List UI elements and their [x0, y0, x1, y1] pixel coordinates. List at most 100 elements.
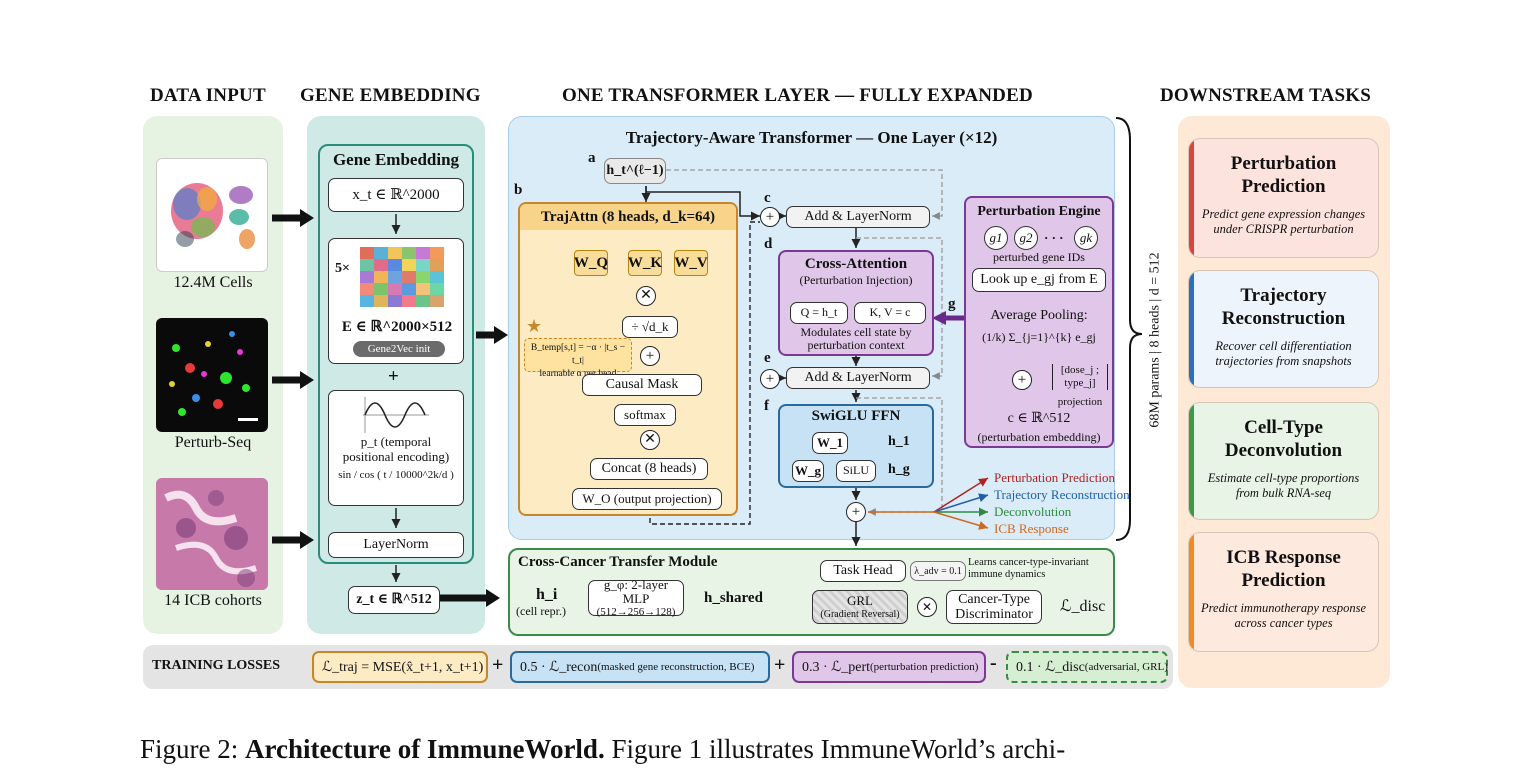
loss-plus-1: +: [492, 654, 504, 676]
loss-disc-sub: (adversarial, GRL): [1084, 661, 1168, 673]
c-description: (perturbation embedding): [977, 430, 1101, 444]
perturb-seq-label: Perturb-Seq: [174, 434, 252, 451]
xt-box: x_t ∈ ℝ^2000: [328, 178, 464, 212]
loss-recon: 0.5 · ℒ_recon(masked gene reconstruction…: [510, 651, 770, 683]
hg-label: h_g: [888, 462, 910, 477]
loss-recon-sub: (masked gene reconstruction, BCE): [597, 661, 755, 673]
caption-prefix: Figure 2:: [140, 734, 239, 764]
gene-g1: g1: [984, 226, 1008, 250]
concat-box: Concat (8 heads): [590, 458, 708, 480]
umap-scatter-image: [171, 183, 255, 249]
task-title: Perturbation Prediction: [1230, 153, 1337, 197]
gene-embedding-title: Gene Embedding: [332, 150, 460, 169]
add-circle-bias: +: [640, 346, 660, 366]
sine-wave-icon: [363, 397, 429, 433]
wo-box: W_O (output projection): [572, 488, 722, 510]
grl-box: GRL (Gradient Reversal): [812, 590, 908, 624]
gene-embedding-frame: [318, 144, 474, 564]
column-heading-data-input: DATA INPUT: [150, 85, 266, 106]
gene-gk: gk: [1074, 226, 1098, 250]
side-note-wrapper: 68M params | 8 heads | d = 512: [1146, 220, 1166, 460]
task-stripe: [1189, 271, 1194, 387]
label-e: e: [764, 350, 771, 366]
task-desc: Recover cell differentiation trajectorie…: [1215, 338, 1352, 369]
icb-cohorts-label: 14 ICB cohorts: [164, 592, 262, 609]
side-note: 68M params | 8 heads | d = 512: [1148, 252, 1164, 428]
wk-box: W_K: [628, 250, 662, 276]
label-f: f: [764, 398, 769, 414]
loss-pert-sub: (perturbation prediction): [870, 661, 979, 673]
btemp-line1: B_temp[s,t] = −α · |t_s − t_t|: [530, 343, 626, 366]
residual-add-2: +: [760, 369, 780, 389]
matmul-circle-2: ✕: [640, 430, 660, 450]
avg-pool-formula: (1/k) Σ_{j=1}^{k} e_gj: [982, 330, 1096, 344]
gene2vec-badge: Gene2Vec init: [353, 341, 445, 357]
label-b: b: [514, 182, 523, 198]
scale-box: ÷ √d_k: [622, 316, 678, 338]
task-card-trajectory: Trajectory Reconstruction Recover cell d…: [1188, 270, 1379, 388]
cells-label: 12.4M Cells: [173, 274, 253, 291]
task-desc: Predict gene expression changes under CR…: [1201, 206, 1366, 237]
cross-desc-line2: perturbation context: [807, 338, 905, 353]
addnorm-2: Add & LayerNorm: [786, 367, 930, 389]
lambda-box: λ_adv = 0.1: [910, 561, 966, 581]
positional-encoding-box: p_t (temporal positional encoding) sin /…: [328, 390, 464, 506]
mlp-line1: g_φ: 2-layer MLP: [603, 576, 669, 606]
column-heading-gene-embedding: GENE EMBEDDING: [300, 85, 481, 106]
caption-rest: Figure 1 illustrates ImmuneWorld’s archi…: [611, 734, 1066, 764]
task-stripe: [1189, 533, 1194, 651]
gene-ids-label: perturbed gene IDs: [993, 250, 1085, 264]
dose-type-vector: [dose_j ; type_j]: [1052, 364, 1108, 391]
umap-image: [156, 158, 268, 272]
hshared-label: h_shared: [704, 590, 763, 606]
label-c: c: [764, 190, 771, 206]
wq-box: W_Q: [574, 250, 608, 276]
column-heading-downstream: DOWNSTREAM TASKS: [1160, 85, 1372, 106]
loss-disc: 0.1 · ℒ_disc(adversarial, GRL): [1006, 651, 1168, 683]
trajattn-title: TrajAttn (8 heads, d_k=64): [520, 204, 736, 230]
loss-traj: ℒ_traj = MSE(x̂_t+1, x_t+1): [312, 651, 488, 683]
grl-multiply: ✕: [917, 597, 937, 617]
output-trajectory: Trajectory Reconstruction: [994, 487, 1130, 502]
disc-line2: Discriminator: [955, 607, 1033, 622]
layernorm-box: LayerNorm: [328, 532, 464, 558]
trajattn-title-text: TrajAttn (8 heads, d_k=64): [540, 209, 716, 225]
embedding-plus: +: [388, 366, 399, 387]
cross-desc: Modulates cell state by perturbation con…: [780, 325, 932, 353]
w1-box: W_1: [812, 432, 848, 454]
task-card-icb: ICB Response Prediction Predict immunoth…: [1188, 532, 1379, 652]
output-icb: ICB Response: [994, 521, 1069, 536]
loss-pert: 0.3 · ℒ_pert(perturbation prediction): [792, 651, 986, 683]
c-equation: c ∈ ℝ^512: [1007, 411, 1071, 426]
h-prev-box: h_t^(ℓ−1): [604, 158, 666, 184]
output-deconvolution: Deconvolution: [994, 504, 1072, 519]
loss-pert-main: 0.3 · ℒ_pert: [802, 659, 871, 675]
wv-box: W_V: [674, 250, 708, 276]
grl-sub: (Gradient Reversal): [820, 608, 900, 620]
losses-label: TRAINING LOSSES: [152, 658, 280, 673]
projection-label: projection: [1057, 396, 1103, 408]
sincos-formula: sin / cos ( t / 10000^2k/d ): [338, 468, 454, 481]
cross-attention-title: Cross-Attention: [804, 256, 908, 272]
task-title: ICB Response Prediction: [1226, 547, 1341, 591]
perturbation-engine-title: Perturbation Engine: [977, 204, 1101, 219]
pert-add-circle: +: [1012, 370, 1032, 390]
label-a: a: [588, 150, 596, 166]
kv-eq-box: K, V = c: [854, 302, 926, 324]
mlp-line2: (512→256→128): [596, 606, 676, 619]
transformer-title: Trajectory-Aware Transformer — One Layer…: [625, 128, 998, 147]
pt-line1: p_t (temporal: [360, 434, 432, 449]
cross-attention-frame: Cross-Attention (Perturbation Injection)…: [778, 250, 934, 356]
matrix-multiplier: 5×: [335, 261, 350, 276]
grl-title: GRL: [847, 593, 873, 609]
output-perturbation: Perturbation Prediction: [994, 470, 1115, 485]
output-legend: Perturbation Prediction Trajectory Recon…: [994, 469, 1130, 537]
cross-desc-line1: Modulates cell state by: [800, 325, 912, 339]
task-card-perturbation: Perturbation Prediction Predict gene exp…: [1188, 138, 1379, 258]
figure-caption: Figure 2: Architecture of ImmuneWorld. F…: [140, 734, 1065, 765]
ldisc-label: ℒ_disc: [1060, 598, 1106, 615]
loss-disc-main: 0.1 · ℒ_disc: [1016, 659, 1085, 675]
embedding-matrix-label: E ∈ ℝ^2000×512: [341, 319, 453, 335]
btemp-box: B_temp[s,t] = −α · |t_s − t_t| learnable…: [524, 338, 632, 379]
embedding-matrix-box: 5× E ∈ ℝ^2000×512 Gene2Vec init: [328, 238, 464, 364]
